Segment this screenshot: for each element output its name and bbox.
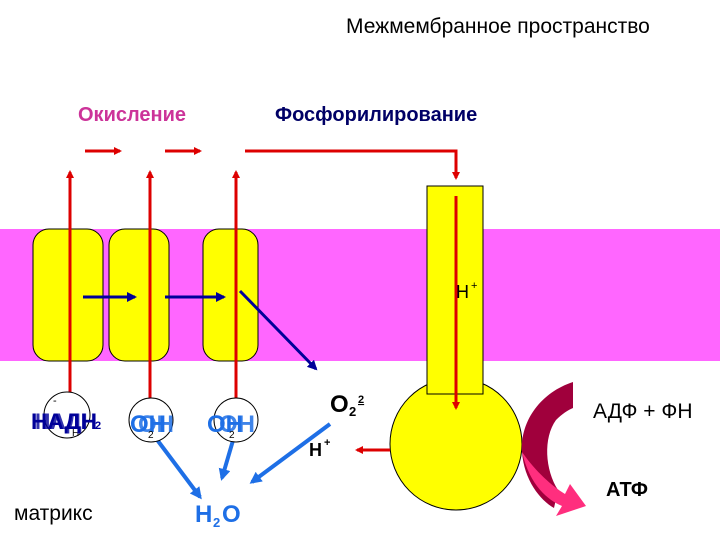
oxidation-label: Окисление <box>78 104 186 126</box>
complex-2-substrate-circle <box>128 397 174 443</box>
complex-2-body <box>108 228 170 362</box>
complex-1-label-a-subscript: 2 <box>95 420 101 432</box>
complex-1-substrate-circle <box>43 391 91 439</box>
membrane-band <box>0 229 720 361</box>
water-symbol-h: H <box>195 501 212 528</box>
matrix-label: матрикс <box>14 502 93 525</box>
atp-label: АТФ <box>606 479 648 501</box>
adp-phosphate-label: АДФ + ФН <box>593 400 693 423</box>
oxygen-subscript: 2 <box>349 404 356 419</box>
complex-3-small-subscript: 2 <box>229 430 235 441</box>
oxygen-symbol: O <box>330 391 349 418</box>
water-arrow-middle <box>218 436 236 481</box>
complex-3-label-b: OH <box>219 411 255 438</box>
complex-3-substrate-circle <box>213 397 259 443</box>
water-subscript: 2 <box>213 515 220 530</box>
atp-curved-arrow-head <box>522 452 586 516</box>
complex-3-body <box>202 228 259 362</box>
matrix-proton-symbol: H <box>309 440 322 460</box>
matrix-proton-charge: + <box>324 437 330 449</box>
water-symbol-o: O <box>222 501 241 528</box>
complex-1-label-a: НАДН <box>31 409 97 434</box>
complex-3-label-a: OH <box>207 411 243 438</box>
complex-2-small-subscript: 2 <box>148 430 154 441</box>
complex-1-label-b: НАДН <box>35 409 97 434</box>
water-arrow-left <box>153 435 202 500</box>
electron-arrow-3-oxygen <box>238 289 318 371</box>
channel-proton-charge: + <box>471 280 477 292</box>
complex-2-label-b: OH <box>138 411 174 438</box>
complex-1-small-top: - <box>53 395 57 407</box>
oxygen-superscript: 2 <box>358 394 364 406</box>
intermembrane-space-label: Межмембранное пространство <box>346 15 650 38</box>
complex-1-body <box>32 228 104 362</box>
proton-to-synthase-arrow <box>245 149 460 180</box>
complex-2-label-a: OH <box>130 411 166 438</box>
water-arrow-right <box>249 422 332 484</box>
phosphorylation-label: Фосфорилирование <box>275 104 477 126</box>
complex-1-small-bottom: H <box>72 428 79 439</box>
channel-proton-symbol: H <box>456 282 469 302</box>
